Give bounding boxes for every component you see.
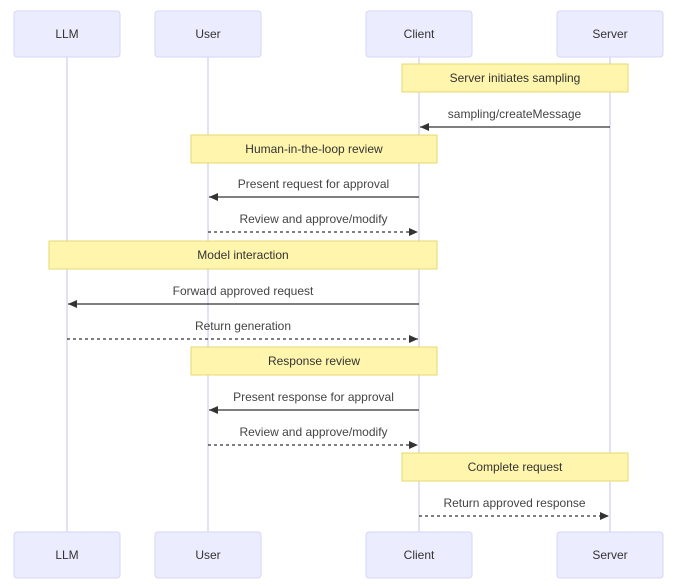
message: sampling/createMessage bbox=[420, 107, 610, 131]
participant-llm-top: LLM bbox=[13, 10, 121, 58]
participant-label: User bbox=[195, 27, 220, 41]
note: Complete request bbox=[401, 452, 629, 482]
message-label: Review and approve/modify bbox=[239, 212, 387, 226]
participant-label: User bbox=[195, 548, 220, 562]
participant-llm-bottom: LLM bbox=[13, 531, 121, 579]
participant-client-top: Client bbox=[365, 10, 473, 58]
message-label: sampling/createMessage bbox=[448, 107, 582, 121]
message: Present response for approval bbox=[209, 390, 419, 414]
participant-server-bottom: Server bbox=[556, 531, 664, 579]
note-label: Model interaction bbox=[197, 248, 288, 262]
participant-client-bottom: Client bbox=[365, 531, 473, 579]
participant-box bbox=[556, 531, 664, 579]
participant-box bbox=[365, 10, 473, 58]
message: Return generation bbox=[67, 319, 418, 343]
participant-user-top: User bbox=[154, 10, 262, 58]
participant-box bbox=[13, 10, 121, 58]
message-label: Return approved response bbox=[443, 496, 585, 510]
participant-label: Client bbox=[404, 27, 435, 41]
note-label: Human-in-the-loop review bbox=[245, 142, 383, 156]
message-label: Present request for approval bbox=[238, 177, 389, 191]
message: Forward approved request bbox=[68, 284, 419, 308]
participant-box bbox=[13, 531, 121, 579]
note: Response review bbox=[190, 346, 438, 376]
note-box bbox=[190, 134, 438, 164]
message-label: Review and approve/modify bbox=[239, 425, 387, 439]
message: Review and approve/modify bbox=[208, 212, 418, 236]
note-label: Server initiates sampling bbox=[450, 71, 581, 85]
note-box bbox=[48, 240, 438, 270]
note: Server initiates sampling bbox=[401, 63, 629, 93]
participant-user-bottom: User bbox=[154, 531, 262, 579]
note-label: Complete request bbox=[468, 460, 563, 474]
message-label: Return generation bbox=[195, 319, 291, 333]
note-box bbox=[401, 452, 629, 482]
participant-label: LLM bbox=[55, 548, 78, 562]
participant-label: Server bbox=[592, 548, 627, 562]
note-box bbox=[190, 346, 438, 376]
message: Return approved response bbox=[419, 496, 609, 520]
participant-box bbox=[154, 531, 262, 579]
participant-box bbox=[154, 10, 262, 58]
note-label: Response review bbox=[268, 354, 360, 368]
note-box bbox=[401, 63, 629, 93]
participant-server-top: Server bbox=[556, 10, 664, 58]
participant-label: Server bbox=[592, 27, 627, 41]
note: Model interaction bbox=[48, 240, 438, 270]
message: Review and approve/modify bbox=[208, 425, 418, 449]
participant-box bbox=[556, 10, 664, 58]
message-label: Forward approved request bbox=[173, 284, 314, 298]
note: Human-in-the-loop review bbox=[190, 134, 438, 164]
participant-label: Client bbox=[404, 548, 435, 562]
participant-label: LLM bbox=[55, 27, 78, 41]
message-label: Present response for approval bbox=[233, 390, 394, 404]
message: Present request for approval bbox=[209, 177, 419, 201]
participant-box bbox=[365, 531, 473, 579]
